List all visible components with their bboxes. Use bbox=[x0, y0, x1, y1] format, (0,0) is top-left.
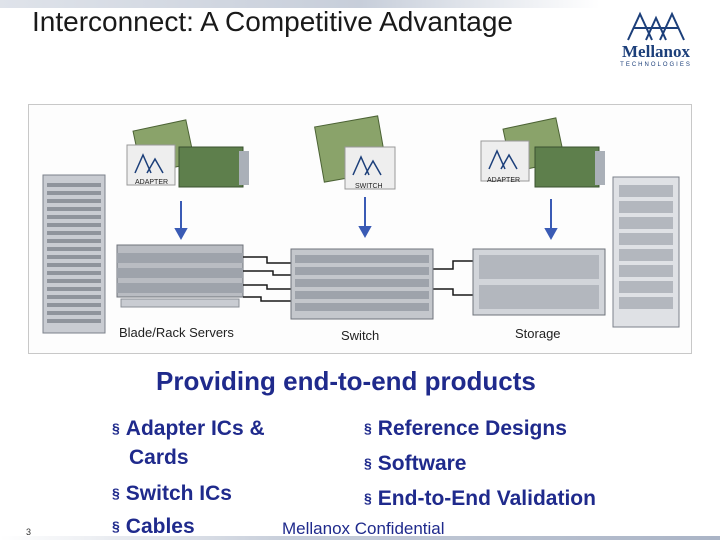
header-band bbox=[0, 0, 600, 8]
servers-label: Blade/Rack Servers bbox=[119, 325, 234, 340]
footer-confidential: Mellanox Confidential bbox=[282, 519, 445, 538]
bullet-text: End-to-End Validation bbox=[377, 487, 596, 510]
bullet-text: Switch ICs bbox=[125, 482, 232, 505]
bullet-marker: § bbox=[112, 518, 120, 534]
bullet-marker: § bbox=[364, 490, 372, 506]
switch-hardware-icon bbox=[290, 248, 434, 320]
page-number: 3 bbox=[26, 527, 32, 537]
storage-rack-icon bbox=[612, 176, 680, 328]
bullet-marker: § bbox=[112, 485, 120, 501]
bullet-text: Adapter ICs & bbox=[125, 417, 265, 440]
logo-subtitle: TECHNOLOGIES bbox=[620, 62, 692, 68]
storage-array-icon bbox=[472, 248, 606, 316]
wiring-lines bbox=[243, 256, 473, 302]
server-rack-icon bbox=[42, 174, 106, 334]
bullet-marker: § bbox=[364, 420, 372, 436]
mellanox-logo: Mellanox TECHNOLOGIES bbox=[606, 8, 706, 72]
logo-wordmark: Mellanox bbox=[622, 42, 690, 61]
logo-mark-icon bbox=[627, 11, 685, 41]
bullet-item: § End-to-End Validation bbox=[364, 487, 596, 511]
bullet-item: § Switch ICs bbox=[112, 482, 232, 506]
slide-title: Interconnect: A Competitive Advantage bbox=[32, 6, 513, 37]
bullet-text: Reference Designs bbox=[377, 417, 567, 440]
switch-label: Switch bbox=[341, 328, 380, 343]
bullet-item: § Adapter ICs & bbox=[112, 417, 265, 441]
adapter-chip-label: ADAPTER bbox=[135, 179, 169, 186]
blade-server-icon bbox=[116, 244, 244, 308]
adapter-card-icon bbox=[480, 117, 605, 188]
bullet-item: § Software bbox=[364, 452, 466, 476]
bullet-marker: § bbox=[364, 455, 372, 471]
bullet-marker: § bbox=[112, 420, 120, 436]
adapter-chip-label: ADAPTER bbox=[487, 177, 521, 184]
header: Interconnect: A Competitive Advantage Me… bbox=[0, 0, 720, 80]
diagram-graphic bbox=[42, 115, 680, 334]
connection-arrows bbox=[174, 197, 558, 241]
switch-chip-icon bbox=[314, 115, 396, 190]
bullet-item: § Reference Designs bbox=[364, 417, 567, 441]
bullet-text: Cables bbox=[125, 515, 195, 538]
bullet-text: Software bbox=[377, 452, 467, 475]
bullet-continuation: Cards bbox=[129, 446, 189, 469]
adapter-card-icon bbox=[126, 119, 249, 188]
section-subtitle: Providing end-to-end products bbox=[156, 366, 536, 396]
footer-band bbox=[0, 536, 720, 540]
storage-label: Storage bbox=[515, 326, 561, 341]
bullet-item: § Cables bbox=[112, 515, 195, 539]
interconnect-diagram: ADAPTER SWITCH ADAPTER Blade/Rack Server… bbox=[28, 104, 692, 354]
switch-chip-label: SWITCH bbox=[355, 183, 383, 190]
